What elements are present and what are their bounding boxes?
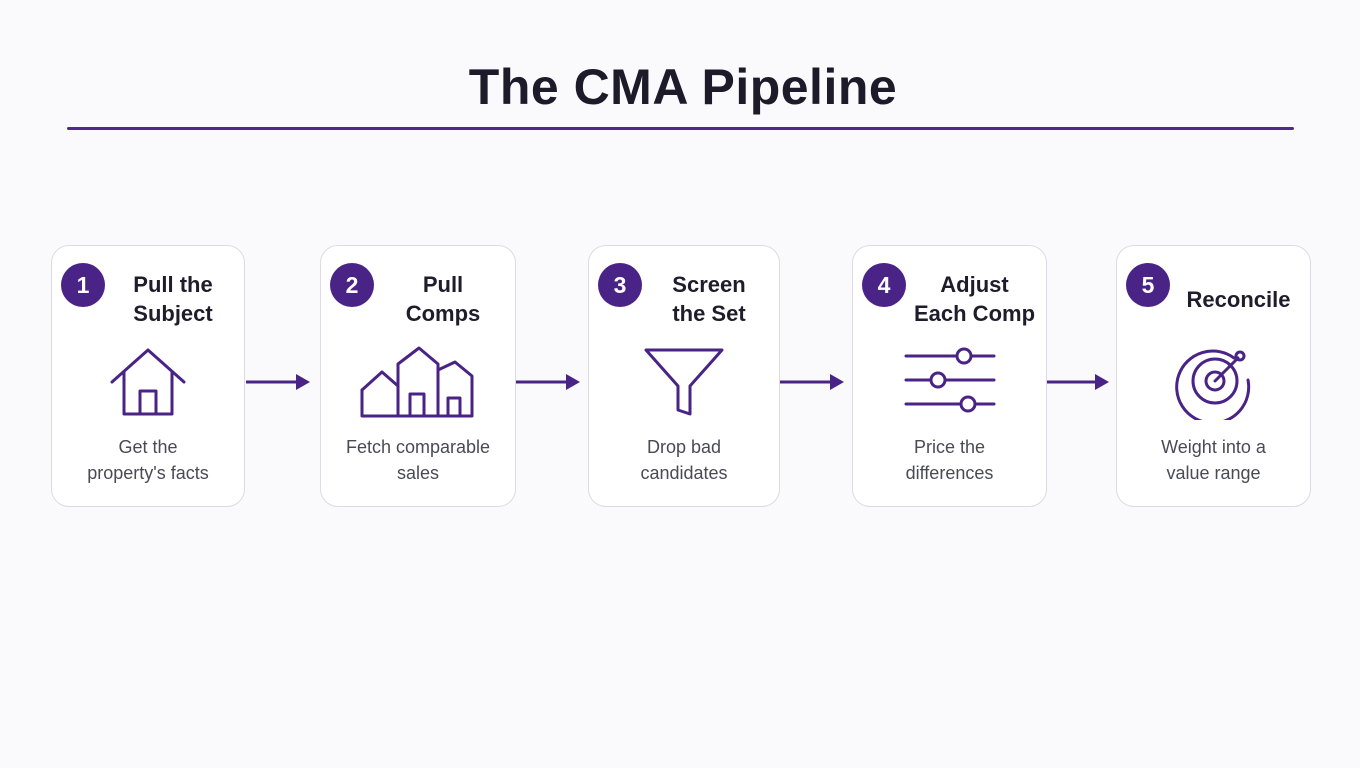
step-card-4: 4 Adjust Each Comp Price the differences: [852, 245, 1047, 507]
step-number-badge: 4: [862, 263, 906, 307]
flow-arrow: [516, 372, 580, 392]
step-title: Pull Comps: [405, 272, 481, 326]
flow-arrow: [1047, 372, 1109, 392]
step-description: Fetch comparable sales: [345, 437, 491, 483]
target-icon: [1154, 344, 1274, 420]
step-title: Pull the Subject: [133, 272, 213, 326]
step-card-3: 3 Screen the Set Drop bad candidates: [588, 245, 780, 507]
title-underline: [67, 127, 1294, 130]
step-number-badge: 3: [598, 263, 642, 307]
step-card-5: 5 Reconcile Weight into a value range: [1116, 245, 1311, 507]
step-card-2: 2 Pull Comps Fetch comparable sales: [320, 245, 516, 507]
flow-arrow: [246, 372, 310, 392]
step-title: Adjust Each Comp: [913, 272, 1036, 326]
page-title: The CMA Pipeline: [468, 59, 898, 115]
flow-arrow: [780, 372, 844, 392]
step-card-1: 1 Pull the Subject Get the property's fa…: [51, 245, 245, 507]
step-number-badge: 2: [330, 263, 374, 307]
step-description: Drop bad candidates: [640, 437, 728, 483]
step-title: Screen the Set: [672, 272, 746, 326]
step-description: Price the differences: [905, 437, 994, 483]
step-description: Get the property's facts: [87, 437, 209, 483]
step-description: Weight into a value range: [1161, 437, 1266, 483]
step-number-badge: 5: [1126, 263, 1170, 307]
house-icon: [88, 344, 208, 420]
houses-icon: [358, 344, 478, 420]
step-title: Reconcile: [1186, 286, 1291, 312]
step-number-badge: 1: [61, 263, 105, 307]
funnel-icon: [624, 344, 744, 420]
sliders-icon: [890, 344, 1010, 420]
